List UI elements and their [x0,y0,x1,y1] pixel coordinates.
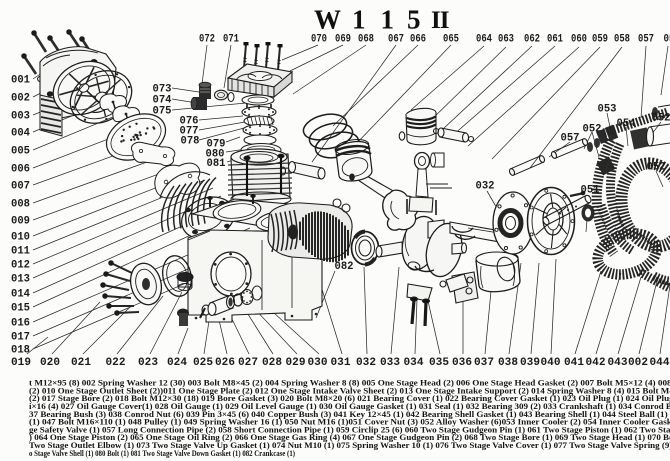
svg-text:066: 066 [410,34,426,46]
svg-text:039: 039 [520,357,540,369]
svg-text:033: 033 [380,357,400,369]
svg-text:051: 051 [581,185,600,197]
svg-text:008: 008 [11,199,30,211]
svg-text:013: 013 [11,274,30,286]
svg-text:070: 070 [311,34,327,46]
svg-text:i×16 (4) 027 Oil Gauge Cover(1: i×16 (4) 027 Oil Gauge Cover(1) 028 Oil … [29,402,670,411]
svg-text:065: 065 [443,34,459,46]
svg-text:027: 027 [238,357,258,369]
svg-text:007: 007 [11,181,30,193]
svg-text:058: 058 [614,34,630,46]
svg-text:II: II [431,7,449,34]
svg-text:071: 071 [223,34,239,46]
svg-text:054: 054 [617,118,636,130]
svg-text:034: 034 [404,357,424,369]
svg-text:081: 081 [207,158,226,170]
svg-text:05: 05 [664,34,670,46]
svg-text:060: 060 [571,34,587,46]
svg-text:005: 005 [11,146,30,158]
svg-text:022: 022 [106,357,126,369]
svg-text:043: 043 [608,357,628,369]
svg-text:019: 019 [11,357,31,369]
svg-text:075: 075 [153,106,172,118]
svg-text:057: 057 [561,133,580,145]
svg-text:041: 041 [564,357,584,369]
svg-text:029: 029 [286,357,306,369]
svg-text:001: 001 [11,75,30,87]
svg-text:Two Stage Outlet Elbow (1) 073: Two Stage Outlet Elbow (1) 073 Two Stage… [29,441,670,450]
svg-text:037: 037 [474,357,494,369]
svg-text:002: 002 [628,357,648,369]
svg-text:074: 074 [153,95,172,107]
svg-text:077: 077 [180,126,199,138]
svg-text:020: 020 [40,357,60,369]
svg-text:o Stage Valve Shell (1) 080 Bo: o Stage Valve Shell (1) 080 Bolt (1) 081… [29,449,295,458]
svg-text:059: 059 [592,34,608,46]
svg-text:079: 079 [207,139,226,151]
svg-text:053: 053 [598,104,617,116]
svg-text:068: 068 [358,34,374,46]
svg-text:040: 040 [541,357,561,369]
svg-text:014: 014 [11,289,30,301]
svg-text:080: 080 [206,149,225,161]
svg-text:(2) 010 One Stage Outlet Sheet: (2) 010 One Stage Outlet Sheet (2))011 O… [29,386,670,395]
svg-text:018: 018 [11,345,30,357]
svg-text:028: 028 [262,357,282,369]
svg-text:032: 032 [476,181,495,193]
svg-text:052: 052 [652,113,670,125]
svg-text:044: 044 [650,357,670,369]
svg-text:026: 026 [215,357,235,369]
svg-text:035: 035 [429,357,449,369]
svg-text:009: 009 [11,216,30,228]
svg-text:038: 038 [498,357,518,369]
svg-text:1: 1 [381,5,395,35]
svg-text:057: 057 [638,34,654,46]
svg-text:ge Safety Valve (1) 057 Long C: ge Safety Valve (1) 057 Long Connection … [29,425,670,434]
svg-text:011: 011 [11,246,30,258]
svg-text:036: 036 [452,357,472,369]
svg-text:) 064 One Stage Piston (2) 065: ) 064 One Stage Piston (2) 065 One Stage… [29,433,670,442]
svg-text:062: 062 [524,34,540,46]
svg-text:016: 016 [11,318,30,330]
svg-text:024: 024 [167,357,187,369]
svg-text:002: 002 [11,93,30,105]
svg-text:t M12×95 (8) 002 Spring Washer: t M12×95 (8) 002 Spring Washer 12 (30) 0… [29,379,670,388]
svg-text:(2) 017 Stage Bore (2) 018 Bol: (2) 017 Stage Bore (2) 018 Bolt M12×30 (… [29,394,670,403]
svg-text:015: 015 [11,303,30,315]
svg-text:W: W [314,5,341,35]
svg-text:064: 064 [476,34,492,46]
svg-text:082: 082 [335,261,354,273]
svg-text:010: 010 [11,232,30,244]
svg-text:006: 006 [11,164,30,176]
svg-text:37 Bearing Bush (3) 038 Conrod: 37 Bearing Bush (3) 038 Conrod Nut (6) 0… [29,410,670,419]
svg-text:073: 073 [153,84,172,96]
svg-text:069: 069 [335,34,351,46]
svg-text:052: 052 [583,124,602,136]
svg-text:061: 061 [547,34,563,46]
svg-text:042: 042 [586,357,606,369]
svg-text:076: 076 [180,116,199,128]
svg-text:012: 012 [11,260,30,272]
svg-text:052: 052 [647,162,666,174]
svg-text:021: 021 [71,357,91,369]
svg-text:072: 072 [199,34,215,46]
svg-text:078: 078 [181,136,200,148]
svg-text:030: 030 [308,357,328,369]
svg-text:031: 031 [331,357,351,369]
svg-text:5: 5 [407,5,421,35]
svg-text:(1) 047 Bolt M16×110 (1) 048 P: (1) 047 Bolt M16×110 (1) 048 Pulley (1) … [29,418,670,427]
svg-text:003: 003 [11,111,30,123]
svg-text:025: 025 [193,357,213,369]
svg-text:067: 067 [388,34,404,46]
svg-text:032: 032 [356,357,376,369]
svg-text:017: 017 [11,332,30,344]
svg-text:004: 004 [11,128,30,140]
svg-text:1: 1 [352,5,366,35]
svg-text:023: 023 [138,357,158,369]
svg-text:063: 063 [498,34,514,46]
